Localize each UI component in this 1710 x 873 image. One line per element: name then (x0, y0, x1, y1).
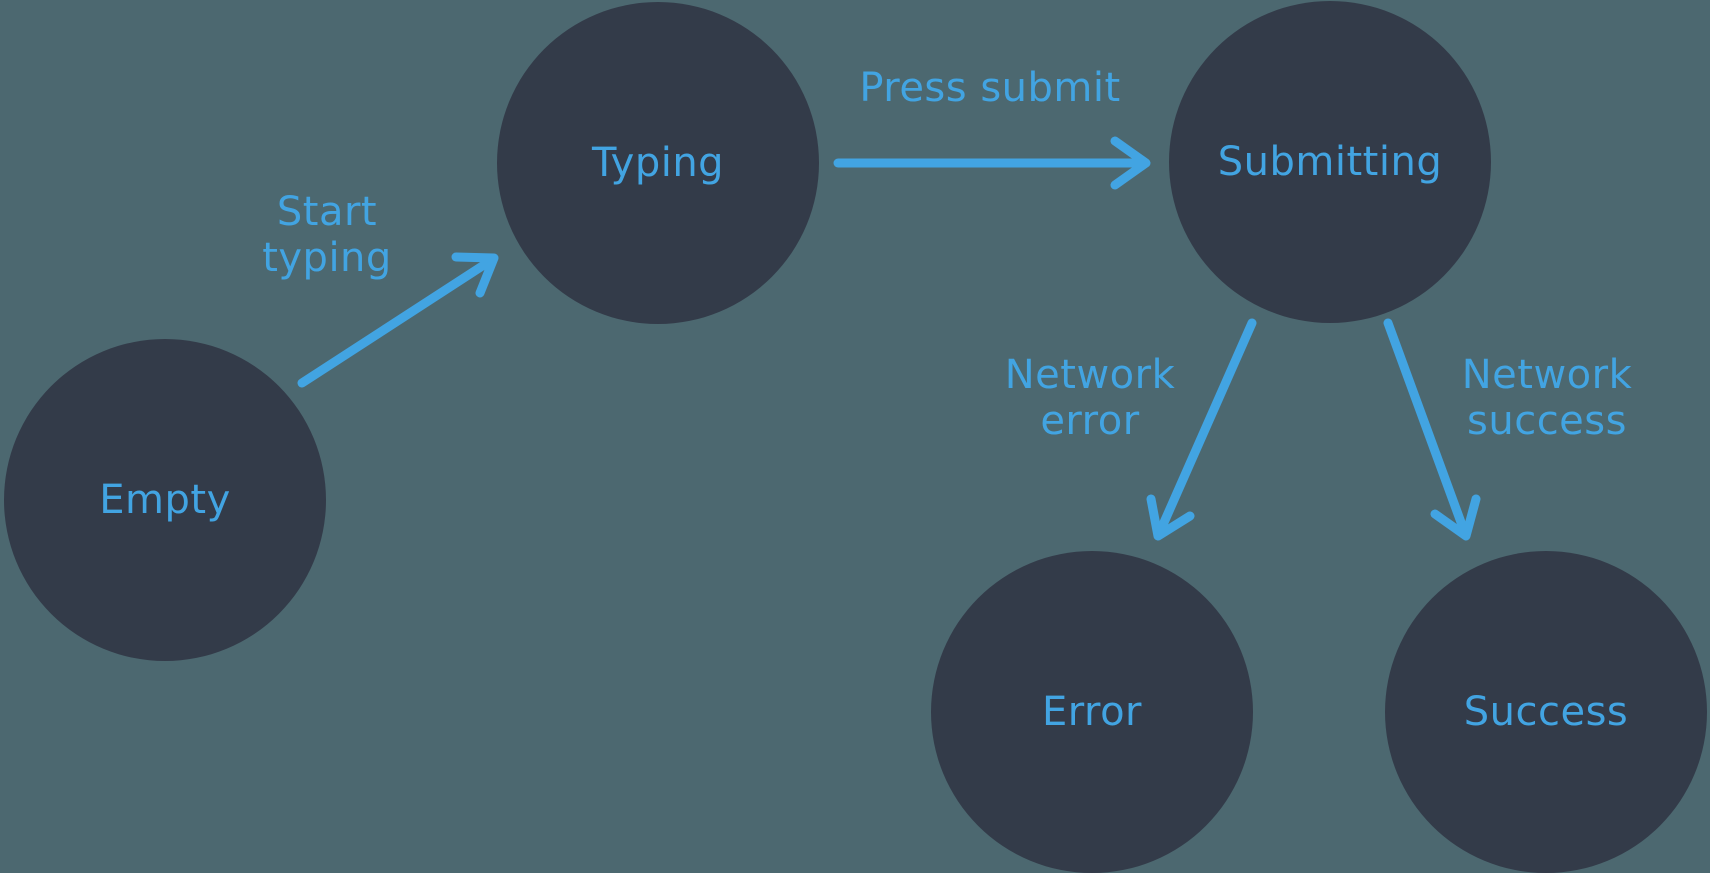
state-node-error: Error (931, 551, 1253, 873)
state-label-success: Success (1463, 689, 1629, 735)
arrow-network-success (1383, 318, 1481, 541)
transition-label-network-error: Network error (1005, 352, 1176, 444)
transition-label-press-submit: Press submit (859, 65, 1120, 111)
transition-label-line: error (1040, 398, 1140, 444)
arrow-start-typing (297, 252, 499, 388)
transition-label-line: Network (1004, 352, 1176, 398)
transition-label-network-success: Network success (1462, 352, 1633, 444)
transition-label-start-typing: Start typing (262, 189, 392, 281)
state-node-typing: Typing (497, 2, 819, 324)
arrow-network-error (1146, 318, 1257, 541)
state-label-empty: Empty (99, 477, 231, 523)
transition-label-line: Press submit (859, 65, 1121, 111)
transition-label-line: Start (276, 189, 378, 235)
transition-label-line: typing (262, 235, 392, 281)
state-label-submitting: Submitting (1217, 139, 1443, 185)
arrow-press-submit (833, 136, 1151, 190)
state-node-submitting: Submitting (1169, 1, 1491, 323)
state-label-typing: Typing (591, 140, 725, 186)
transition-label-line: success (1467, 398, 1627, 444)
state-node-success: Success (1385, 551, 1707, 873)
state-node-empty: Empty (4, 339, 326, 661)
transition-label-line: Network (1461, 352, 1633, 398)
state-label-error: Error (1042, 689, 1142, 735)
